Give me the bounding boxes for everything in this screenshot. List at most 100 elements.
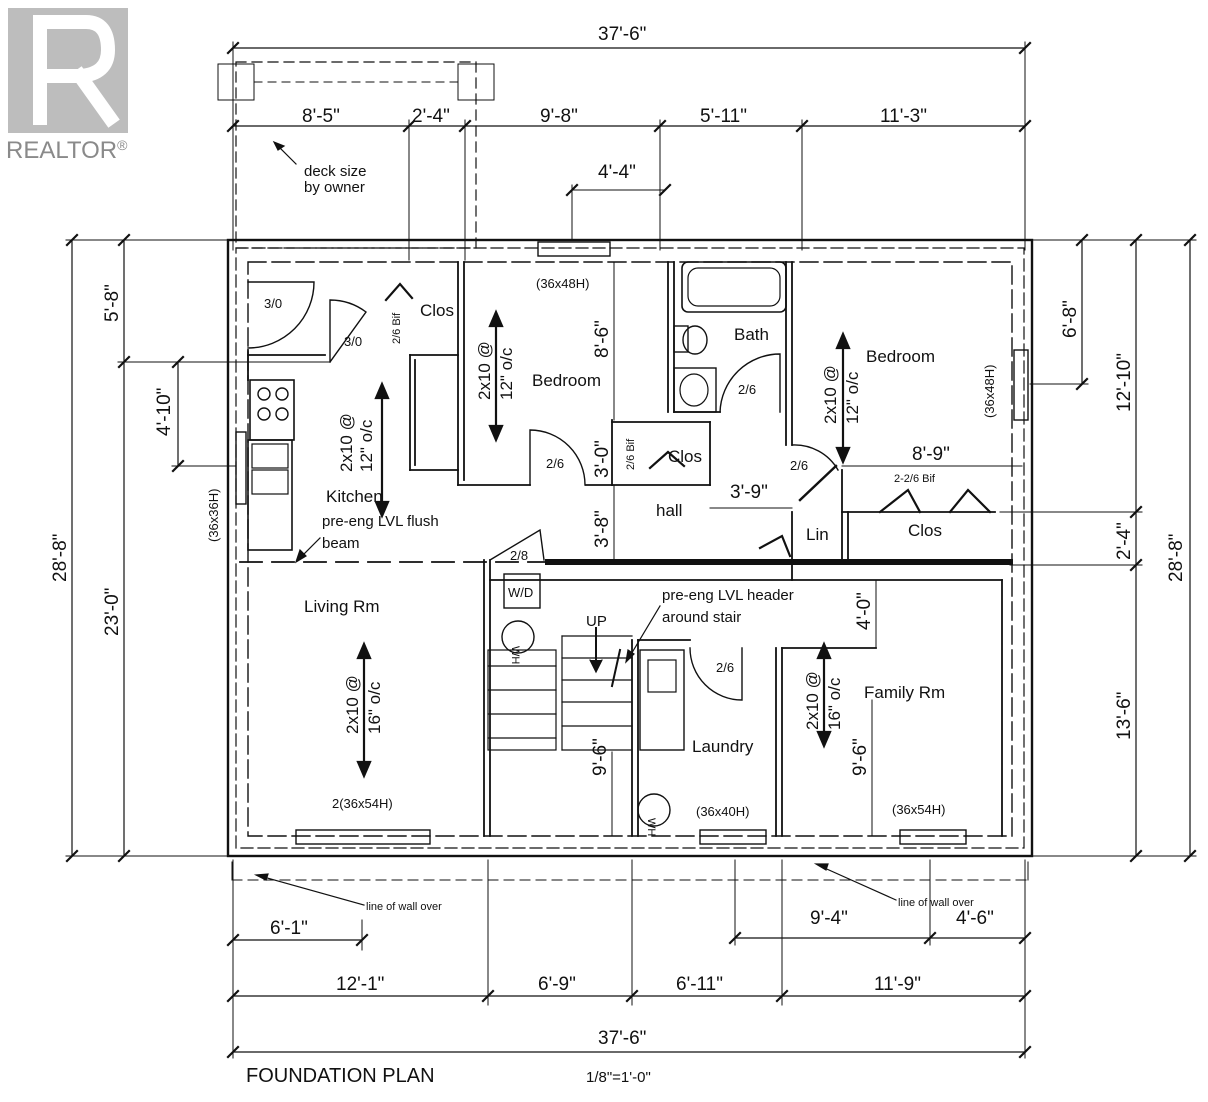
- room-bath: Bath: [734, 325, 769, 344]
- dim-interior-3-9: 3'-9": [730, 482, 768, 503]
- door-exterior: [247, 281, 315, 349]
- joist-bedroom2-1: 2x10 @: [821, 365, 840, 424]
- room-hall: hall: [656, 501, 682, 520]
- plan-scale: 1/8"=1'-0": [586, 1069, 651, 1086]
- window-label-3: (36x36H): [206, 489, 221, 542]
- sink-2: [251, 469, 289, 495]
- room-living: Living Rm: [304, 597, 380, 616]
- room-bedroom-2: Bedroom: [866, 347, 935, 366]
- window-top-bedroom: [537, 241, 611, 257]
- window-right-bedroom: [1013, 349, 1029, 421]
- door-stair: [489, 528, 545, 561]
- joist-bedroom1-1: 2x10 @: [475, 341, 494, 400]
- dim-left-b: 4'-10": [154, 388, 175, 436]
- joist-family-2: 16" o/c: [825, 677, 844, 730]
- door-family: [689, 647, 743, 701]
- door-label-10: 2/6: [716, 660, 734, 675]
- dim-bottom-seg3: 6'-11": [676, 974, 723, 995]
- dim-top-seg4: 5'-11": [700, 106, 747, 127]
- door-bedroom1: [529, 429, 586, 486]
- toilet-tank: [673, 325, 689, 353]
- window-label-4: 2(36x54H): [332, 796, 393, 811]
- room-laundry: Laundry: [692, 737, 754, 756]
- dim-right-b: 12'-10": [1114, 353, 1135, 412]
- bathtub: [681, 261, 787, 313]
- room-kitchen: Kitchen: [326, 487, 383, 506]
- joist-bedroom1-2: 12" o/c: [497, 347, 516, 400]
- door-kitchen: [329, 299, 367, 363]
- dim-bottom-b: 9'-4": [810, 908, 848, 929]
- window-label-5: (36x40H): [696, 804, 749, 819]
- toilet-bowl: [682, 325, 708, 355]
- joist-living-1: 2x10 @: [343, 675, 362, 734]
- stair: [487, 627, 633, 751]
- room-linen: Lin: [806, 525, 829, 544]
- room-closet-2: Clos: [668, 447, 702, 466]
- door-label-8: 2-2/6 Bif: [894, 473, 936, 485]
- door-label-1: 3/0: [264, 296, 282, 311]
- dim-top-overall: 37'-6": [598, 24, 646, 45]
- dim-bottom-overall: 37'-6": [598, 1028, 646, 1049]
- joist-bedroom2-2: 12" o/c: [843, 371, 862, 424]
- dim-right-a: 6'-8": [1060, 300, 1081, 338]
- foundation-outer-wall: [226, 238, 1034, 858]
- foundation-inner-wall: [235, 247, 1025, 849]
- room-bedroom-1: Bedroom: [532, 371, 601, 390]
- stove: [249, 379, 295, 441]
- door-label-2: 3/0: [344, 334, 362, 349]
- dim-right-overall: 28'-8": [1166, 534, 1187, 582]
- note-wall-over-right: line of wall over: [898, 897, 974, 909]
- water-heater-label-1: WH: [509, 646, 521, 664]
- joist-arrows: [356, 309, 851, 779]
- washer-dryer-label: W/D: [508, 585, 533, 600]
- dim-interior-9-6b: 9'-6": [850, 738, 871, 776]
- dim-left-a: 5'-8": [102, 284, 123, 322]
- counter: [247, 439, 293, 551]
- dim-bottom-a: 6'-1": [270, 918, 308, 939]
- room-closet-3: Clos: [908, 521, 942, 540]
- window-laundry: [699, 829, 767, 845]
- dim-top-window: 4'-4": [598, 162, 636, 183]
- washer-dryer: [503, 573, 541, 609]
- window-label-6: (36x54H): [892, 802, 945, 817]
- window-label-1: (36x48H): [536, 276, 589, 291]
- dim-bottom-seg1: 12'-1": [336, 974, 384, 995]
- dim-right-c: 2'-4": [1114, 522, 1135, 560]
- window-kitchen: [235, 431, 247, 505]
- dim-bottom-seg2: 6'-9": [538, 974, 576, 995]
- laundry-tub: [639, 649, 685, 751]
- dim-left-c: 23'-0": [102, 588, 123, 636]
- dim-interior-9-6a: 9'-6": [590, 738, 611, 776]
- joist-family-1: 2x10 @: [803, 671, 822, 730]
- door-bath: [719, 353, 781, 413]
- water-heater-label-2: WH: [645, 818, 657, 836]
- note-beam-1: pre-eng LVL flush: [322, 513, 439, 530]
- door-label-4: 2/6: [546, 456, 564, 471]
- dim-interior-3-8: 3'-8": [592, 510, 613, 548]
- door-label-5: 2/6 Bif: [625, 438, 637, 470]
- window-living: [295, 829, 431, 845]
- dim-right-d: 13'-6": [1114, 692, 1135, 740]
- door-label-7: 2/6: [790, 458, 808, 473]
- door-label-6: 2/6: [738, 382, 756, 397]
- dim-top-seg5: 11'-3": [880, 106, 927, 127]
- room-closet-1: Clos: [420, 301, 454, 320]
- dim-top-seg3: 9'-8": [540, 106, 578, 127]
- note-header-1: pre-eng LVL header: [662, 587, 794, 604]
- dim-interior-8-9: 8'-9": [912, 444, 950, 465]
- door-label-9: 2/8: [510, 548, 528, 563]
- door-label-3: 2/6 Bif: [391, 312, 403, 344]
- dim-bottom-seg4: 11'-9": [874, 974, 921, 995]
- dim-top-seg1: 8'-5": [302, 106, 340, 127]
- window-family: [899, 829, 967, 845]
- dim-top-seg2: 2'-4": [412, 106, 450, 127]
- water-heater-2: [637, 793, 671, 827]
- dim-bottom-c: 4'-6": [956, 908, 994, 929]
- joist-kitchen-1: 2x10 @: [337, 413, 356, 472]
- deck-outline: [235, 61, 477, 249]
- joist-kitchen-2: 12" o/c: [357, 419, 376, 472]
- dim-interior-4-0: 4'-0": [854, 592, 875, 630]
- vanity: [673, 367, 717, 413]
- note-deck-1: deck size: [304, 163, 367, 180]
